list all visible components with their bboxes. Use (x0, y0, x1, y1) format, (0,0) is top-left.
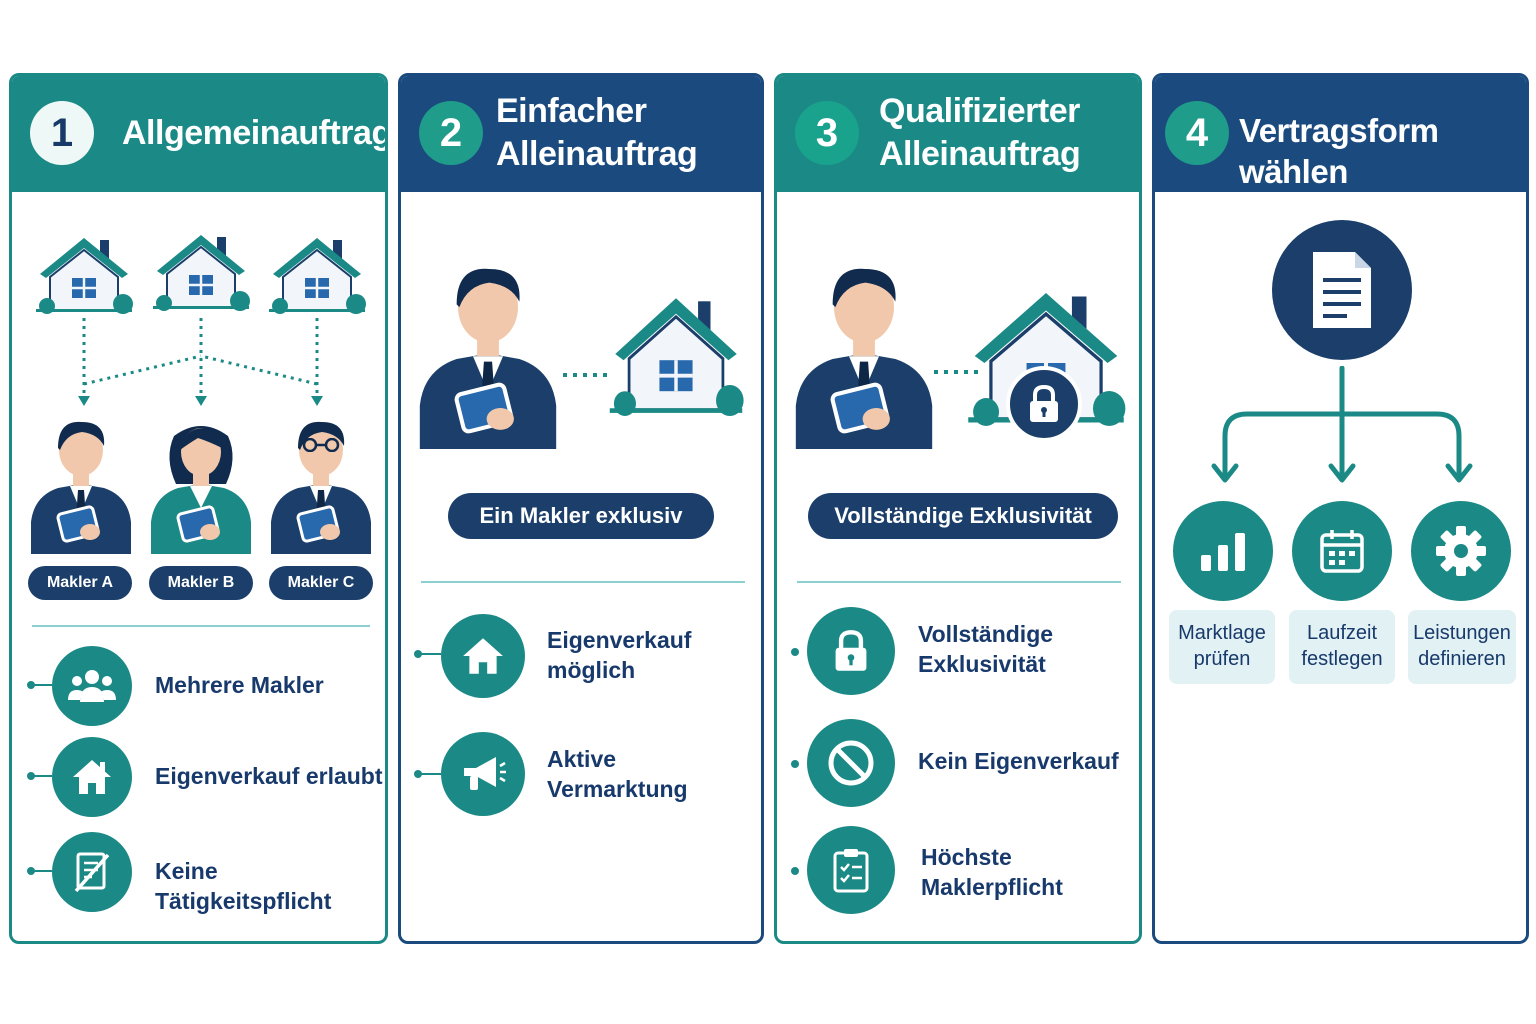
broker-avatar (789, 256, 939, 451)
card-allgemeinauftrag: 1 Allgemeinauftrag Makler A Makler B Mak… (9, 73, 388, 944)
house-icon (267, 234, 367, 314)
dotted-connector (934, 370, 980, 374)
feature-label: Eigenverkauf möglich (547, 627, 692, 684)
feature-label: Aktive Vermarktung (547, 746, 688, 803)
feature-label: Mehrere Makler (155, 672, 324, 698)
option-box: Marktlage prüfen (1169, 610, 1275, 684)
card-header: 1 Allgemeinauftrag (12, 76, 385, 192)
broker-label: Makler A (28, 566, 132, 600)
card-header: 2 Einfacher Alleinauftrag (401, 76, 761, 192)
option-box: Laufzeit festlegen (1289, 610, 1395, 684)
house-icon (441, 614, 525, 698)
card-title: Vertragsform wählen (1239, 112, 1439, 191)
feature-label: Keine Tätigkeitspflicht (155, 858, 332, 915)
broker-label: Makler B (149, 566, 253, 600)
broker-avatar (26, 414, 136, 554)
house-icon (52, 737, 132, 817)
divider (797, 581, 1121, 583)
broker-avatar (146, 414, 256, 554)
exclusive-badge: Ein Makler exklusiv (448, 493, 714, 539)
broker-avatar (266, 414, 376, 554)
divider (32, 625, 370, 627)
card-title: Einfacher Alleinauftrag (496, 92, 698, 173)
card-qualifizierter-alleinauftrag: 3 Qualifizierter Alleinauftrag Vollständ… (774, 73, 1142, 944)
step-number: 4 (1165, 101, 1229, 165)
step-number: 1 (30, 101, 94, 165)
gear-icon (1411, 501, 1511, 601)
card-header: 4 Vertragsform wählen (1155, 76, 1526, 192)
option-box: Leistungen definieren (1408, 610, 1516, 684)
house-icon (34, 234, 134, 314)
feature-label: Eigenverkauf erlaubt (155, 763, 383, 789)
house-icon (607, 292, 745, 416)
prohibited-icon (807, 719, 895, 807)
no-document-icon (52, 832, 132, 912)
card-header: 3 Qualifizierter Alleinauftrag (777, 76, 1139, 192)
feature-label: Kein Eigenverkauf (918, 748, 1119, 774)
dotted-connector (563, 373, 609, 377)
divider (421, 581, 745, 583)
card-vertragsform-waehlen: 4 Vertragsform wählen (1152, 73, 1529, 944)
card-title: Allgemeinauftrag (122, 114, 388, 152)
checklist-icon (807, 826, 895, 914)
people-icon (52, 646, 132, 726)
feature-label: Höchste Maklerpflicht (921, 844, 1063, 901)
document-icon (1272, 220, 1412, 360)
broker-avatar (413, 256, 563, 451)
house-icon (151, 231, 251, 311)
feature-label: Vollständige Exklusivität (918, 621, 1054, 678)
bar-chart-icon (1173, 501, 1273, 601)
card-title: Qualifizierter Alleinauftrag (879, 92, 1081, 173)
glasses-icon (302, 438, 340, 452)
broker-label: Makler C (269, 566, 373, 600)
decision-arrows (1211, 366, 1473, 483)
calendar-icon (1292, 501, 1392, 601)
lock-icon (1006, 366, 1082, 442)
lock-icon (807, 607, 895, 695)
step-number: 3 (795, 101, 859, 165)
megaphone-icon (441, 732, 525, 816)
connection-arrows (78, 318, 323, 406)
exclusive-badge: Vollständige Exklusivität (808, 493, 1118, 539)
step-number: 2 (419, 101, 483, 165)
card-einfacher-alleinauftrag: 2 Einfacher Alleinauftrag Ein Makler exk… (398, 73, 764, 944)
